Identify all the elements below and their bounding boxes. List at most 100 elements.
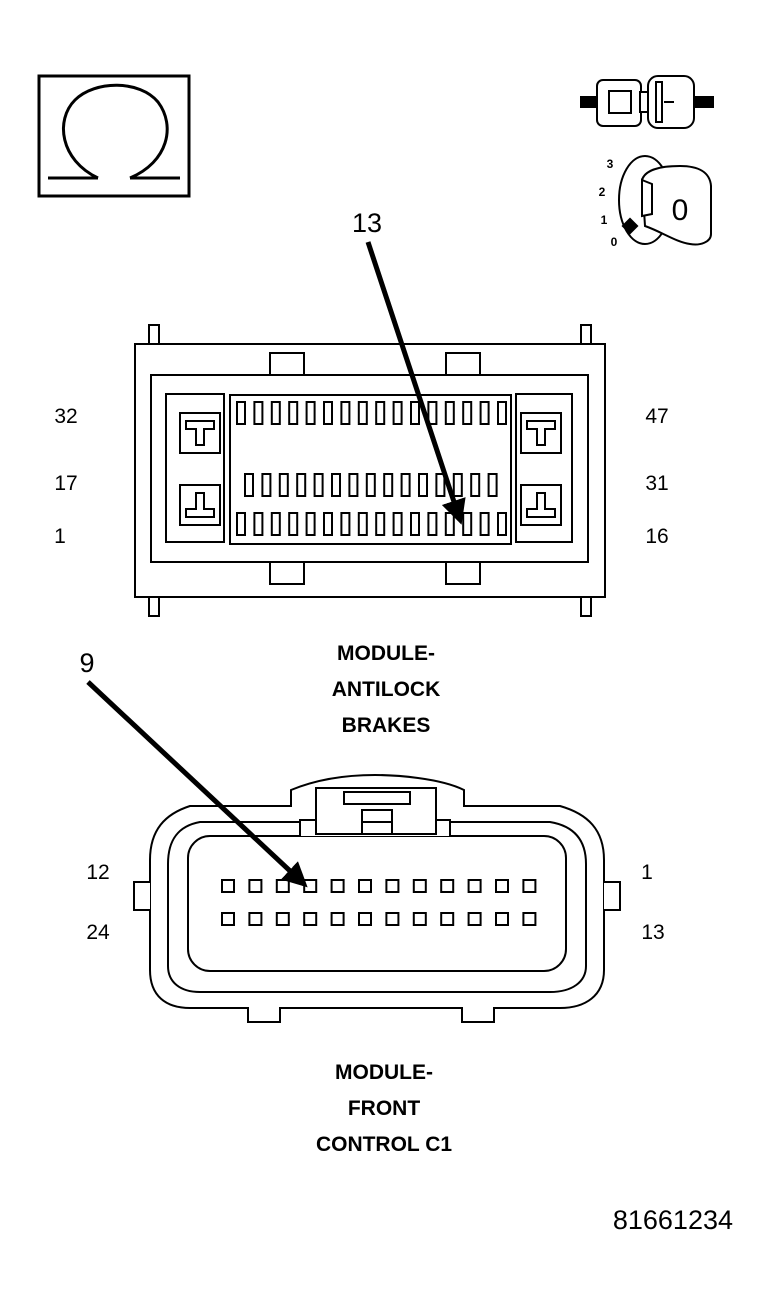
abs-pin-cavity <box>410 512 420 536</box>
fcm-pin-cavity <box>467 912 482 926</box>
abs-pin-cavity <box>253 512 264 536</box>
fcm-pin-label-1: 1 <box>641 861 653 884</box>
ignition-pos-1: 1 <box>601 213 608 227</box>
abs-pin-cavity <box>313 473 324 497</box>
abs-pin-cavity <box>452 473 463 497</box>
fcm-pin-cavity <box>303 912 318 926</box>
abs-latch-key-shape <box>526 420 556 446</box>
abs-pin-cavity <box>365 473 376 497</box>
abs-pin-cavity <box>236 512 246 536</box>
abs-pin-cavity <box>340 401 351 425</box>
abs-pin-cavity <box>357 401 368 425</box>
abs-pin-cavity <box>348 473 359 497</box>
abs-latch-key-shape <box>185 492 215 518</box>
abs-pin-cavity <box>270 512 281 536</box>
abs-pin-cavity <box>479 401 490 425</box>
abs-callout-arrow <box>365 241 466 525</box>
abs-callout-label: 13 <box>352 208 382 238</box>
fcm-caption: MODULE- FRONT CONTROL C1 <box>316 1061 452 1156</box>
ignition-pos-3: 3 <box>607 157 614 171</box>
fcm-pin-cavity <box>440 879 455 893</box>
abs-pin-cavity <box>288 512 299 536</box>
fcm-pin-label-12: 12 <box>86 861 109 884</box>
fcm-pin-cavity <box>412 912 427 926</box>
abs-connector <box>134 324 606 617</box>
abs-pin-cavity <box>427 401 438 425</box>
abs-pin-cavity <box>410 401 420 425</box>
fcm-connector <box>133 773 621 1023</box>
fcm-pin-cavity <box>495 912 509 926</box>
fcm-pin-cavity <box>522 912 537 926</box>
abs-caption-line-3: BRAKES <box>342 714 431 737</box>
fcm-pin-cavities <box>221 879 537 926</box>
ignition-key-icon: 0 3 2 1 0 <box>599 155 712 249</box>
abs-pin-cavity <box>270 401 281 425</box>
fcm-callout-arrow <box>86 680 308 888</box>
fcm-pin-cavity <box>221 912 235 926</box>
abs-pin-cavity <box>400 473 411 497</box>
fcm-pin-cavity <box>303 879 318 893</box>
abs-caption-line-1: MODULE- <box>337 642 435 665</box>
fcm-pin-cavity <box>248 879 263 893</box>
fcm-pin-cavity <box>522 879 537 893</box>
abs-caption: MODULE- ANTILOCK BRAKES <box>332 642 441 737</box>
abs-pin-cavity <box>236 401 246 425</box>
abs-pin-label-32: 32 <box>54 405 77 428</box>
abs-pin-cavity <box>435 473 446 497</box>
abs-pin-cavity <box>383 473 394 497</box>
abs-latch-keys <box>179 412 562 526</box>
abs-pin-cavity <box>444 401 455 425</box>
abs-pin-cavity <box>418 473 428 497</box>
abs-pin-cavity <box>375 512 386 536</box>
fcm-caption-line-2: FRONT <box>348 1097 420 1120</box>
connector-icon <box>580 75 714 129</box>
abs-pin-cavity <box>462 401 473 425</box>
abs-pin-cavity <box>487 473 498 497</box>
abs-pin-cavity <box>340 512 351 536</box>
abs-latch-key-shape <box>526 492 556 518</box>
fcm-pin-cavity <box>412 879 427 893</box>
abs-pin-cavity <box>392 401 403 425</box>
abs-pin-cavity <box>462 512 473 536</box>
abs-pin-cavity <box>427 512 438 536</box>
abs-pin-label-17: 17 <box>54 472 77 495</box>
abs-pin-cavity <box>392 512 403 536</box>
abs-pin-label-47: 47 <box>645 405 668 428</box>
abs-pin-cavity <box>357 512 368 536</box>
abs-pin-cavity <box>244 473 254 497</box>
abs-pin-cavity <box>253 401 264 425</box>
abs-pin-cavity <box>470 473 481 497</box>
abs-pin-label-16: 16 <box>645 525 668 548</box>
ohm-icon <box>37 74 191 198</box>
fcm-pin-cavity <box>275 912 290 926</box>
fcm-pin-label-24: 24 <box>86 921 110 944</box>
abs-pin-cavity <box>331 473 341 497</box>
fcm-pin-label-13: 13 <box>641 921 664 944</box>
abs-pin-label-1: 1 <box>54 525 66 548</box>
fcm-caption-line-3: CONTROL C1 <box>316 1133 452 1156</box>
abs-pin-cavity <box>305 401 316 425</box>
fcm-pin-cavity <box>330 912 345 926</box>
fcm-pin-cavity <box>385 912 400 926</box>
abs-caption-line-2: ANTILOCK <box>332 678 441 701</box>
abs-pin-cavity <box>497 401 507 425</box>
abs-pin-label-31: 31 <box>645 472 668 495</box>
fcm-callout-label: 9 <box>79 648 94 678</box>
abs-pin-cavity <box>323 512 333 536</box>
fcm-pin-cavity <box>358 912 372 926</box>
fcm-pin-cavity <box>221 879 235 893</box>
abs-pin-cavity <box>278 473 289 497</box>
abs-pin-cavity <box>323 401 333 425</box>
abs-pin-cavity <box>288 401 299 425</box>
fcm-pin-cavity <box>495 879 509 893</box>
abs-pin-cavity <box>305 512 316 536</box>
fcm-pin-cavity <box>358 879 372 893</box>
fcm-pin-cavity <box>385 879 400 893</box>
abs-pin-cavity <box>375 401 386 425</box>
ignition-key-position-label: 0 <box>672 194 689 227</box>
abs-pin-cavity <box>261 473 272 497</box>
abs-pin-cavity <box>444 512 455 536</box>
fcm-pin-cavity <box>440 912 455 926</box>
abs-pin-cavity <box>497 512 507 536</box>
